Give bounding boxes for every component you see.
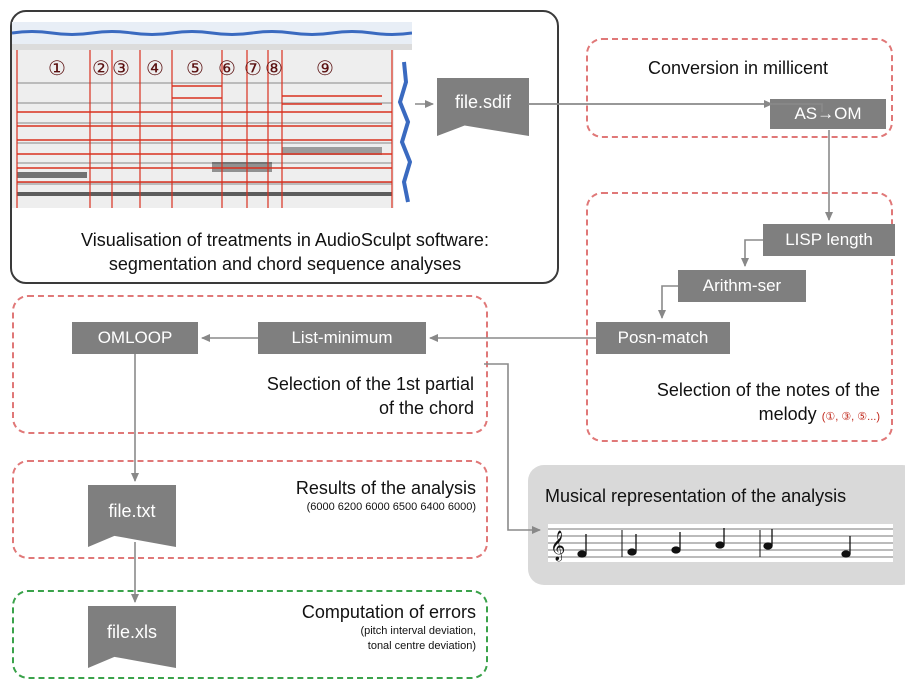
segment-label-9: ⑨ xyxy=(316,58,334,80)
errors-detail-line2: tonal centre deviation) xyxy=(367,640,476,652)
segment-label-1: ① xyxy=(48,58,66,80)
melody-caption-word: melody xyxy=(758,404,817,424)
segment-label-8: ⑧ xyxy=(265,58,283,80)
results-title: Results of the analysis xyxy=(295,478,476,498)
omloop-node: OMLOOP xyxy=(72,322,198,354)
arithm-ser-node: Arithm-ser xyxy=(678,270,806,302)
segment-label-2: ② xyxy=(92,58,110,80)
melody-caption-line1: Selection of the notes of the xyxy=(656,380,880,400)
melody-caption-note: (①, ③, ⑤...) xyxy=(821,411,880,423)
arrow-to-musical xyxy=(484,363,541,534)
musical-title: Musical representation of the analysis xyxy=(545,486,847,506)
spectrogram-image xyxy=(12,22,412,208)
melody-caption-line2: melody (①, ③, ⑤...) xyxy=(596,402,880,429)
partial-caption-line2: of the chord xyxy=(378,398,474,418)
melody-caption: Selection of the notes of the melody (①,… xyxy=(596,378,880,429)
arrow-sdif-to-asom xyxy=(529,103,823,112)
results-panel xyxy=(12,460,488,559)
audiosculpt-caption: Visualisation of treatments in AudioScul… xyxy=(20,228,550,276)
segment-label-7: ⑦ xyxy=(244,58,262,80)
arrow-lisp-to-arithm xyxy=(741,239,763,267)
music-staff: 𝄞 xyxy=(548,524,893,562)
errors-caption: Computation of errors (pitch interval de… xyxy=(230,600,476,654)
partial-caption-line1: Selection of the 1st partial xyxy=(266,374,474,394)
errors-title: Computation of errors xyxy=(301,602,476,622)
file-xls-node: file.xls xyxy=(88,606,176,668)
file-sdif-node: file.sdif xyxy=(437,78,529,136)
results-values: (6000 6200 6000 6500 6400 6000) xyxy=(306,501,476,513)
partial-caption: Selection of the 1st partial of the chor… xyxy=(150,372,474,420)
file-txt-node: file.txt xyxy=(88,485,176,547)
conversion-title: Conversion in millicent xyxy=(647,58,829,78)
segment-label-5: ⑤ xyxy=(186,58,204,80)
list-minimum-node: List-minimum xyxy=(258,322,426,354)
segment-label-3: ③ xyxy=(112,58,130,80)
lisp-length-node: LISP length xyxy=(763,224,895,256)
posn-match-node: Posn-match xyxy=(596,322,730,354)
arrow-arithm-to-posn xyxy=(658,285,678,319)
audiosculpt-screenshot: ① ② ③ ④ ⑤ ⑥ ⑦ ⑧ ⑨ xyxy=(12,22,412,208)
segment-label-6: ⑥ xyxy=(218,58,236,80)
treble-clef-icon: 𝄞 xyxy=(550,530,565,562)
conversion-panel xyxy=(586,38,893,138)
melody-selection-panel xyxy=(586,192,893,442)
results-caption: Results of the analysis (6000 6200 6000 … xyxy=(230,476,476,515)
errors-detail-line1: (pitch interval deviation, xyxy=(360,625,476,637)
segment-label-4: ④ xyxy=(146,58,164,80)
audiosculpt-caption-line2: segmentation and chord sequence analyses xyxy=(108,254,462,274)
audiosculpt-caption-line1: Visualisation of treatments in AudioScul… xyxy=(81,230,489,250)
